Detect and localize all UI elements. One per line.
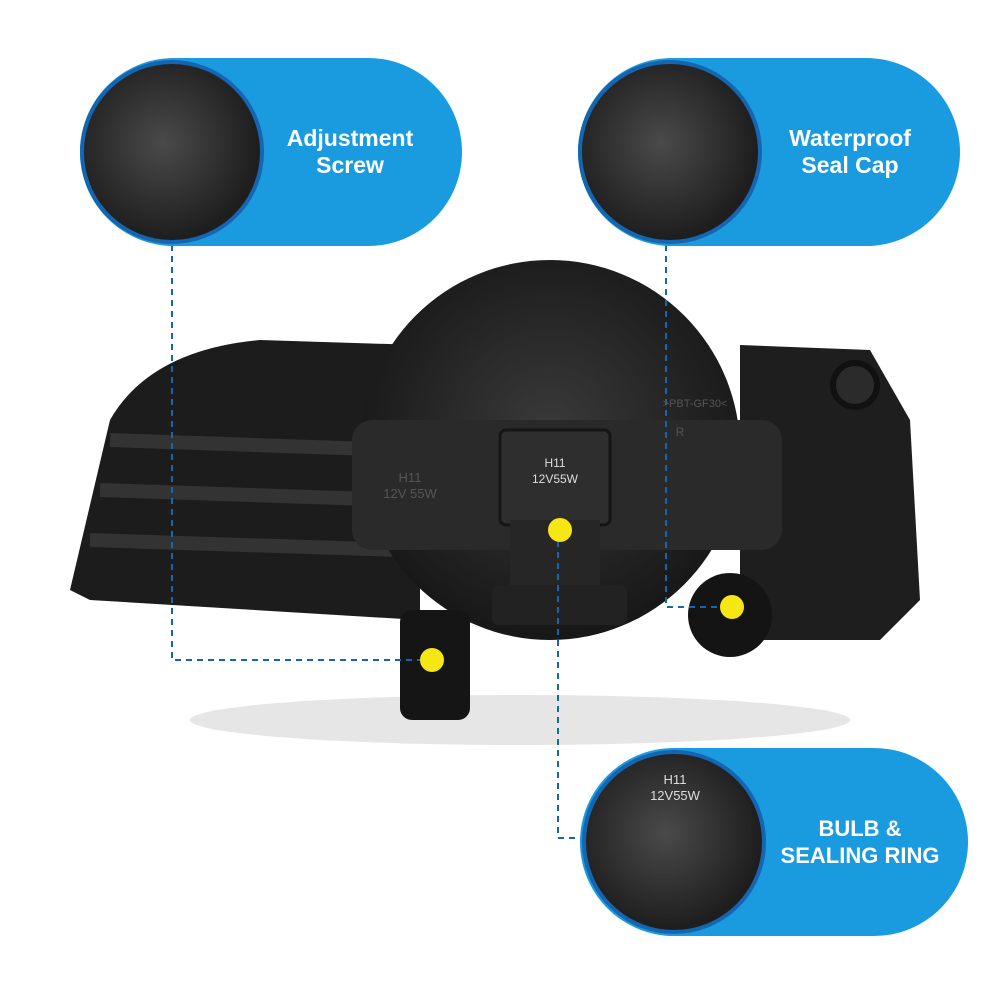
housing-side-marking: H11 12V 55W [365,470,455,502]
bulb-closeup [582,750,766,934]
adjustment-screw-closeup [80,60,264,244]
callout-label-bulb: BULB & SEALING RING [770,815,950,869]
side-marking: R [675,425,685,439]
callout-lines [171,245,732,839]
bulb-rating: 12V55W [531,472,579,486]
bulb-model: H11 [663,772,687,787]
callout-label-seal-cap: Waterproof Seal Cap [770,125,930,179]
lamp-bracket [740,345,920,640]
housing-rating: 12V 55W [383,486,437,501]
callout-label-adjustment-screw: Adjustment Screw [270,125,430,179]
seal-cap-closeup [578,60,762,244]
bulb-closeup-marking: H11 12V55W [625,772,725,804]
label-line: BULB & [818,816,902,841]
label-line: SEALING RING [780,843,940,868]
label-line: Waterproof [789,125,911,151]
marker-dot-bulb [548,518,572,542]
bulb-marking: H11 12V55W [505,455,605,487]
label-line: Screw [316,152,384,178]
bulb-model: H11 [544,456,566,470]
housing-model: H11 [398,470,422,485]
material-marking: >PBT-GF30< [662,398,728,410]
bulb-rating: 12V55W [650,788,700,803]
marker-dot-screw [420,648,444,672]
marker-dot-cap [720,595,744,619]
label-line: Adjustment [286,125,414,151]
label-line: Seal Cap [801,152,899,178]
